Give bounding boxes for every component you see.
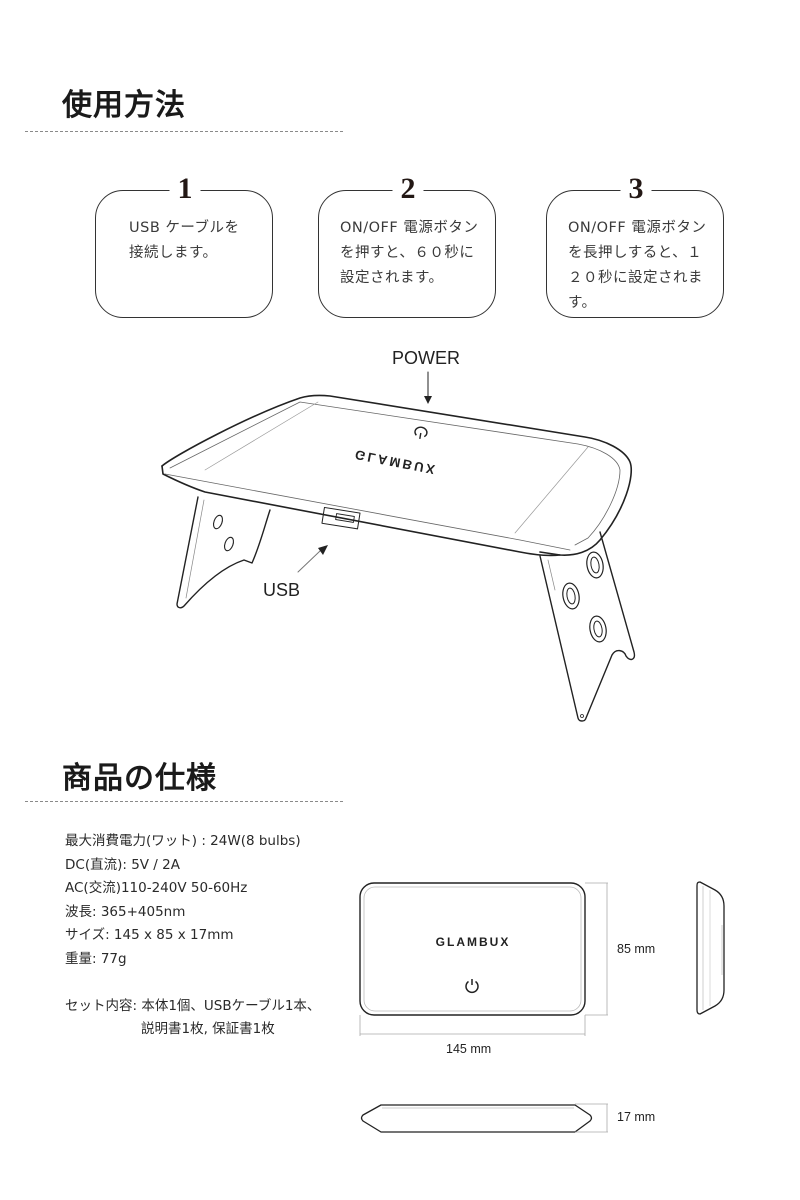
specs-title-divider xyxy=(25,801,343,802)
thickness-dimension-label: 17 mm xyxy=(617,1110,656,1124)
spec-weight: 重量: 77g xyxy=(65,950,127,967)
usb-label: USB xyxy=(263,580,301,600)
step-text: USB ケーブルを接続します。 xyxy=(129,220,240,261)
spec-list: 最大消費電力(ワット) : 24W(8 bulbs) DC(直流): 5V / … xyxy=(65,830,320,1042)
brand-logo: GLAMBUX xyxy=(436,935,511,949)
usage-step-1: 1 USB ケーブルを接続します。 xyxy=(95,172,275,318)
spec-wavelength: 波長: 365+405nm xyxy=(65,903,186,920)
spec-dc: DC(直流): 5V / 2A xyxy=(65,856,180,873)
usage-step-3: 3 ON/OFF 電源ボタンを長押しすると、１２０秒に設定されます。 xyxy=(546,172,726,318)
usage-title-divider xyxy=(25,131,343,132)
step-text: ON/OFF 電源ボタンを押すと、６０秒に設定されます。 xyxy=(340,220,479,286)
spec-size: サイズ: 145 x 85 x 17mm xyxy=(65,927,234,943)
step-number: 1 xyxy=(169,172,201,206)
step-number: 2 xyxy=(392,172,424,206)
power-icon xyxy=(465,979,479,994)
power-icon xyxy=(414,426,428,440)
height-dimension-label: 85 mm xyxy=(617,942,656,956)
spec-power: 最大消費電力(ワット) : 24W(8 bulbs) xyxy=(65,833,301,849)
usage-section-title: 使用方法 xyxy=(62,88,186,123)
usage-step-2: 2 ON/OFF 電源ボタンを押すと、６０秒に設定されます。 xyxy=(318,172,498,318)
power-label: POWER xyxy=(392,348,461,368)
device-perspective-drawing: GLAMBUX xyxy=(161,371,636,722)
step-text: ON/OFF 電源ボタンを長押しすると、１２０秒に設定されます。 xyxy=(568,220,707,311)
spec-contents-cont: 説明書1枚, 保証書1枚 xyxy=(141,1021,275,1037)
width-dimension-label: 145 mm xyxy=(446,1042,492,1056)
step-number: 3 xyxy=(620,172,652,206)
spec-ac: AC(交流)110-240V 50-60Hz xyxy=(65,880,248,896)
spec-contents: セット内容: 本体1個、USBケーブル1本、 xyxy=(65,997,321,1014)
specs-section-title: 商品の仕様 xyxy=(62,761,217,796)
